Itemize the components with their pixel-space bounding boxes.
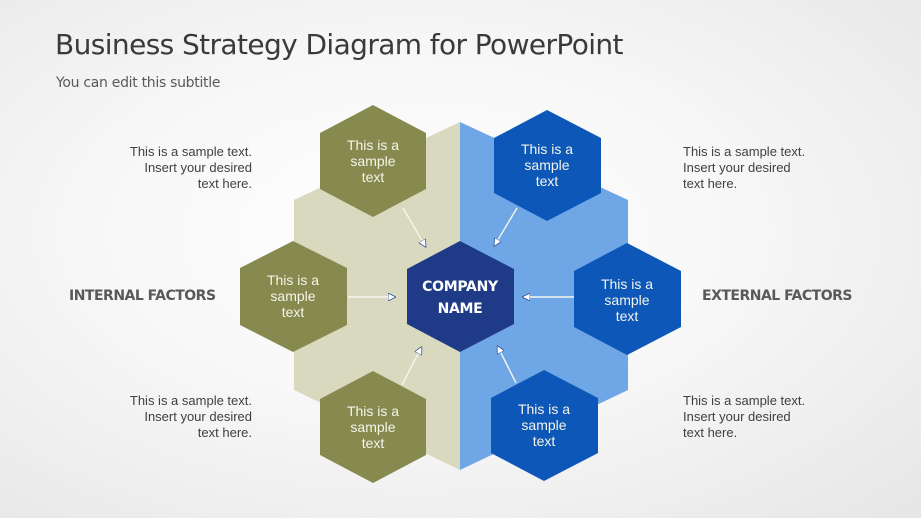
external-backdrop [460, 122, 628, 470]
slide-title: Business Strategy Diagram for PowerPoint [55, 28, 624, 61]
hexagon-top-left[interactable] [320, 105, 426, 217]
connector-top-right [496, 207, 518, 243]
connector-bottom-left [401, 350, 420, 386]
internal-factors-heading: INTERNAL FACTORS [69, 288, 216, 304]
internal-backdrop [294, 122, 460, 470]
hexagon-right[interactable] [574, 243, 681, 355]
hexagon-top-right[interactable] [494, 110, 601, 221]
internal-bottom-note: This is a sample text. Insert your desir… [129, 393, 252, 440]
external-factors-heading: EXTERNAL FACTORS [702, 288, 852, 304]
node-top-right-label: This is a sample text [520, 141, 574, 189]
node-left-label: This is a sample text [266, 272, 320, 320]
connectors [348, 207, 574, 386]
company-name-label: COMPANY NAME [422, 279, 498, 317]
connector-top-left [402, 207, 424, 244]
hexagon-left[interactable] [240, 241, 347, 352]
connector-bottom-right [499, 349, 517, 384]
external-top-note: This is a sample text. Insert your desir… [683, 144, 806, 191]
node-top-left-label: This is a sample text [346, 137, 400, 185]
node-right-label: This is a sample text [600, 276, 654, 324]
internal-top-note: This is a sample text. Insert your desir… [129, 144, 252, 191]
node-bottom-right-label: This is a sample text [517, 401, 571, 449]
node-bottom-left-label: This is a sample text [346, 403, 400, 451]
hexagon-bottom-right[interactable] [491, 370, 598, 481]
center-hexagon[interactable] [407, 241, 514, 352]
slide-subtitle: You can edit this subtitle [56, 75, 221, 91]
hexagon-bottom-left[interactable] [320, 371, 426, 483]
external-bottom-note: This is a sample text. Insert your desir… [683, 393, 806, 440]
